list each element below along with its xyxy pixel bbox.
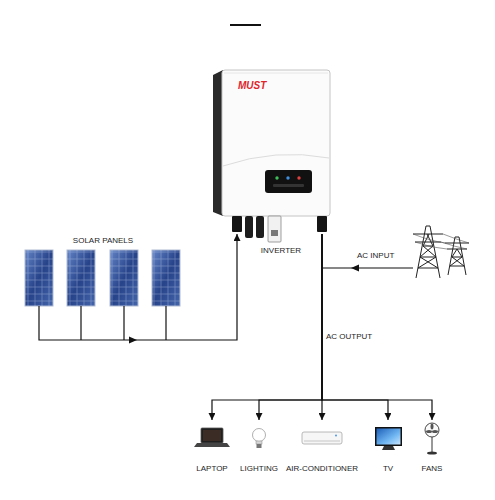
load-label: LAPTOP bbox=[196, 464, 227, 474]
load-label: TV bbox=[383, 464, 393, 474]
device-label: INVERTER bbox=[261, 246, 301, 256]
load-appliance: AIR-CONDITIONER bbox=[283, 420, 361, 474]
flow-arrowhead bbox=[351, 265, 359, 272]
group-heading: SOLAR PANELS bbox=[22, 236, 184, 246]
laptop-icon bbox=[194, 428, 230, 447]
power-wire bbox=[322, 234, 388, 420]
bulb-icon bbox=[253, 429, 266, 449]
load-appliance: TV bbox=[380, 420, 396, 474]
power-wire bbox=[39, 234, 237, 340]
inverter-unit: MUSTINVERTER bbox=[210, 68, 334, 234]
input-label: AC INPUT bbox=[357, 251, 394, 261]
air-conditioner-icon bbox=[302, 432, 342, 444]
ac-input-wire bbox=[322, 267, 413, 268]
fan-icon bbox=[425, 423, 439, 455]
brand-logo: MUST bbox=[238, 80, 266, 92]
load-appliance: FANS bbox=[419, 420, 446, 474]
power-wire bbox=[212, 234, 322, 420]
tv-icon bbox=[375, 427, 402, 450]
load-label: AIR-CONDITIONER bbox=[286, 464, 358, 474]
load-appliance: LAPTOP bbox=[193, 420, 230, 474]
solar-panel-array: SOLAR PANELS bbox=[22, 236, 184, 308]
load-label: LIGHTING bbox=[240, 464, 278, 474]
power-pylons bbox=[413, 226, 469, 278]
top-rule bbox=[230, 24, 261, 26]
panel-drop-wires bbox=[39, 306, 166, 340]
output-label: AC OUTPUT bbox=[326, 332, 372, 342]
power-wire bbox=[259, 234, 322, 420]
load-label: FANS bbox=[422, 464, 443, 474]
solar-panels bbox=[25, 250, 180, 306]
load-appliance: LIGHTING bbox=[237, 420, 281, 474]
power-wire bbox=[322, 234, 432, 420]
inverter-illustration bbox=[213, 70, 330, 242]
